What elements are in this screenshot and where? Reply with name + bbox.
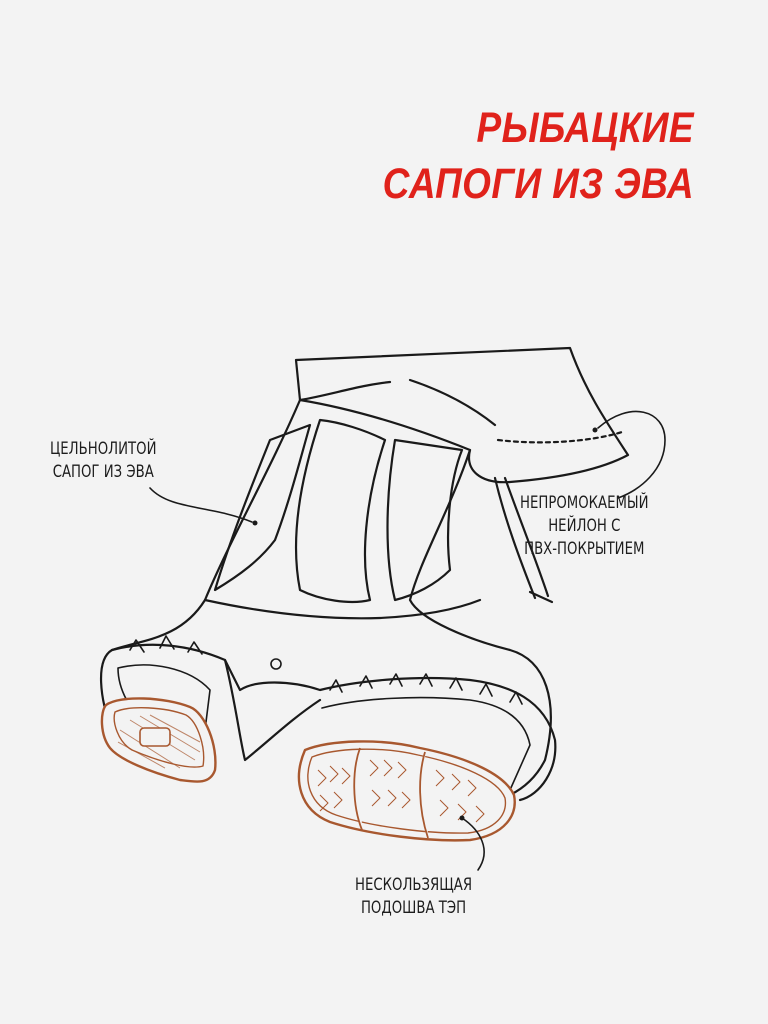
- callout-sole-line-2: ПОДОШВА ТЭП: [360, 898, 467, 918]
- callout-label-sole: НЕСКОЛЬЗЯЩАЯ ПОДОШВА ТЭП: [355, 874, 472, 920]
- eyelet: [270, 658, 282, 670]
- tpe-heel-pad: [100, 697, 217, 783]
- nylon-cuff: [294, 346, 630, 484]
- shaft-panel-center: [294, 418, 387, 604]
- title-line-1: РЫБАЦКИЕ: [476, 104, 694, 152]
- callout-dot-nylon: [592, 427, 598, 433]
- outsole: [110, 643, 557, 802]
- cuff-seam: [496, 430, 624, 444]
- callout-nylon-line-2: НЕЙЛОН С: [548, 516, 621, 536]
- drawstring: [493, 476, 550, 600]
- callout-label-body: ЦЕЛЬНОЛИТОЙ САПОГ ИЗ ЭВА: [50, 438, 156, 484]
- callout-body-line-2: САПОГ ИЗ ЭВА: [52, 462, 154, 482]
- callout-line-sole: [461, 817, 485, 871]
- ankle-line: [203, 598, 482, 620]
- boot-shaft: [100, 398, 552, 797]
- cuff-fold: [298, 378, 497, 427]
- tread-lugs: [129, 635, 523, 705]
- callout-nylon-line-3: ПВХ-ПОКРЫТИЕМ: [524, 539, 645, 559]
- callout-dot-sole: [459, 815, 465, 821]
- callout-sole-line-1: НЕСКОЛЬЗЯЩАЯ: [355, 875, 473, 895]
- callout-dot-body: [252, 520, 258, 526]
- callout-label-nylon: НЕПРОМОКАЕМЫЙ НЕЙЛОН С ПВХ-ПОКРЫТИЕМ: [520, 492, 649, 561]
- drawstring-end: [528, 590, 554, 604]
- shaft-panel-right: [386, 438, 464, 602]
- heel-tread: [117, 664, 211, 731]
- arch: [223, 658, 322, 762]
- title-line-2: САПОГИ ИЗ ЭВА: [382, 160, 694, 208]
- shaft-panel-left: [213, 423, 312, 592]
- callout-line-nylon: [597, 410, 666, 499]
- callout-body-line-1: ЦЕЛЬНОЛИТОЙ: [50, 439, 157, 459]
- forefoot-tread: [321, 696, 531, 791]
- tpe-forefoot-pad: [297, 740, 516, 842]
- callout-line-body: [149, 487, 253, 523]
- page-title: РЫБАЦКИЕ САПОГИ ИЗ ЭВА: [383, 100, 694, 212]
- callout-nylon-line-1: НЕПРОМОКАЕМЫЙ: [520, 493, 649, 513]
